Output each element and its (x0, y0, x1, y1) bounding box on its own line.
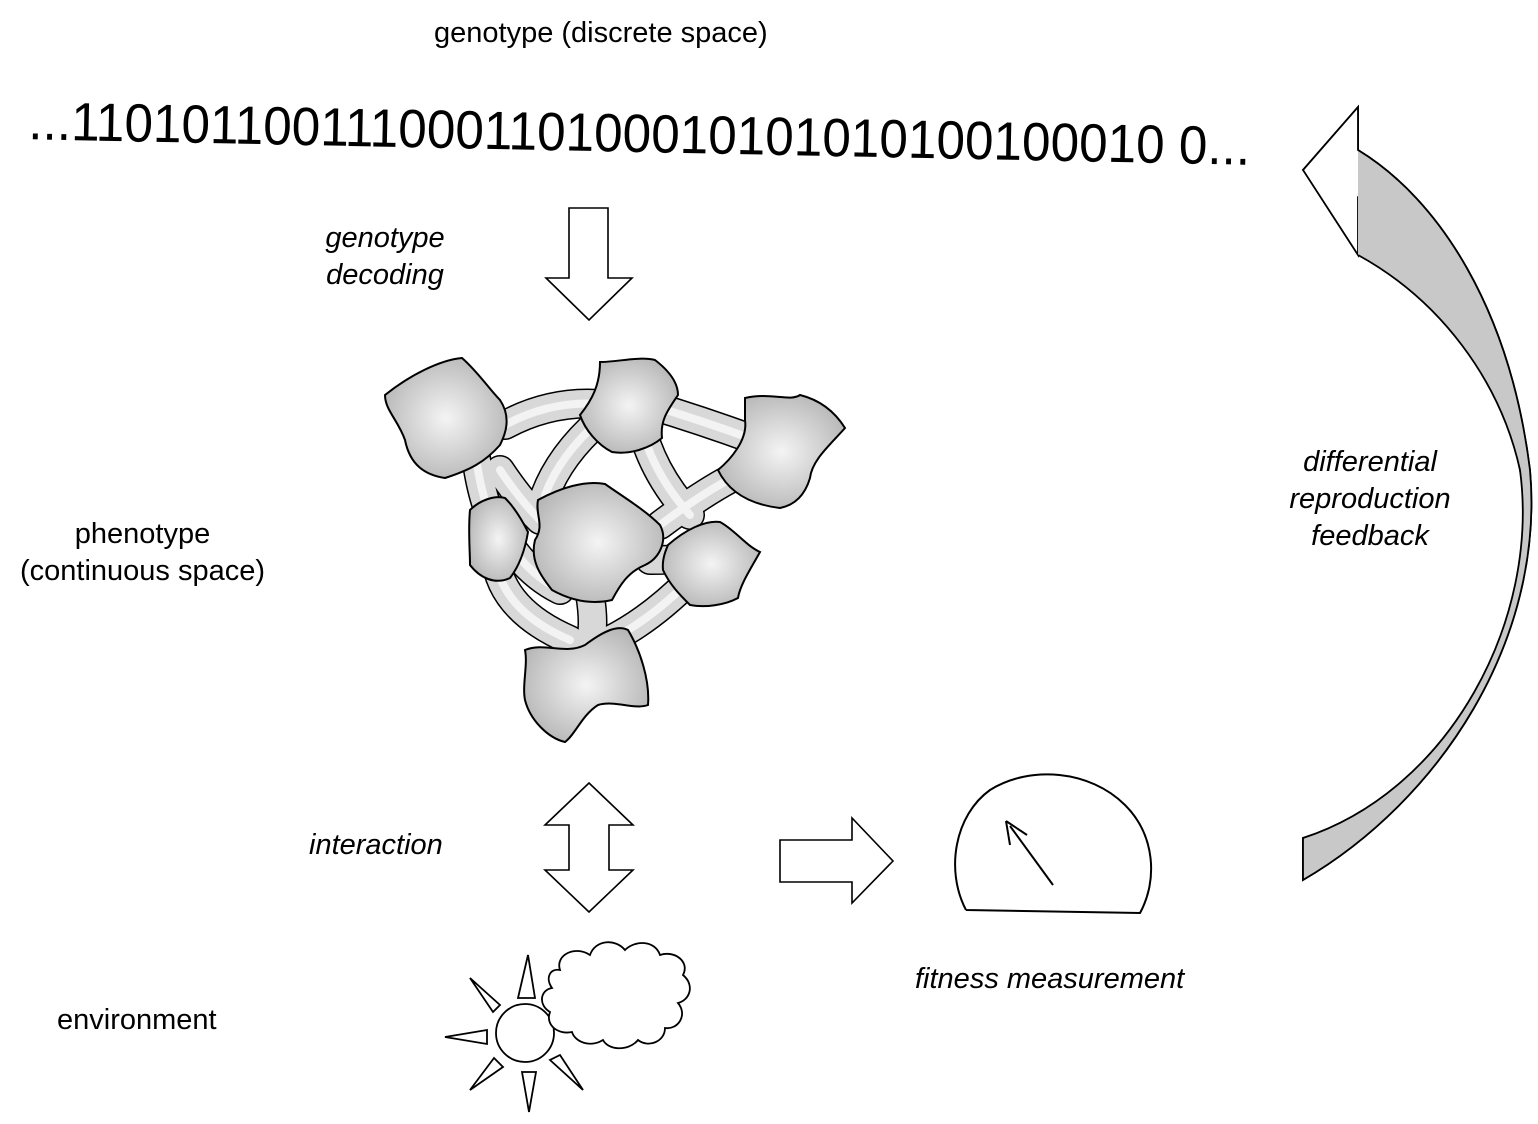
environment-label: environment (57, 1004, 217, 1036)
phenotype-line-1: phenotype (74, 518, 211, 550)
blob (661, 520, 762, 608)
genotype-title: genotype (discrete space) (434, 17, 768, 49)
feedback-line-3: feedback (1311, 520, 1429, 552)
genotype-bitstring: ...1101011001110001101000101010101001000… (28, 91, 1251, 177)
cloud-icon (541, 941, 691, 1050)
fitness-measurement-label: fitness measurement (915, 963, 1185, 995)
feedback-line-2: reproduction (1289, 483, 1451, 515)
blob (383, 356, 508, 480)
feedback-label: differential reproduction feedback (1270, 444, 1470, 555)
blob (578, 357, 680, 454)
decoding-arrow-icon (544, 207, 634, 322)
fitness-gauge-icon (954, 773, 1153, 915)
feedback-line-1: differential (1303, 446, 1437, 478)
blob (716, 393, 847, 510)
to-fitness-arrow-icon (779, 816, 895, 905)
sun-icon (444, 954, 584, 1113)
phenotype-line-2: (continuous space) (19, 555, 266, 587)
genotype-decoding-line-1: genotype (325, 222, 445, 254)
feedback-arrow-icon (1301, 104, 1533, 882)
interaction-label: interaction (309, 829, 443, 861)
blob (532, 482, 665, 603)
phenotype-blob-network-icon (383, 356, 847, 744)
blob (468, 496, 530, 582)
genotype-bits: ...1101011001110001101000101010101001000… (28, 91, 1251, 177)
genotype-decoding-label: genotype decoding (315, 220, 455, 294)
blob (523, 627, 650, 744)
interaction-arrow-icon (543, 781, 635, 914)
phenotype-label: phenotype (continuous space) (0, 516, 285, 590)
genotype-decoding-line-2: decoding (326, 259, 444, 291)
